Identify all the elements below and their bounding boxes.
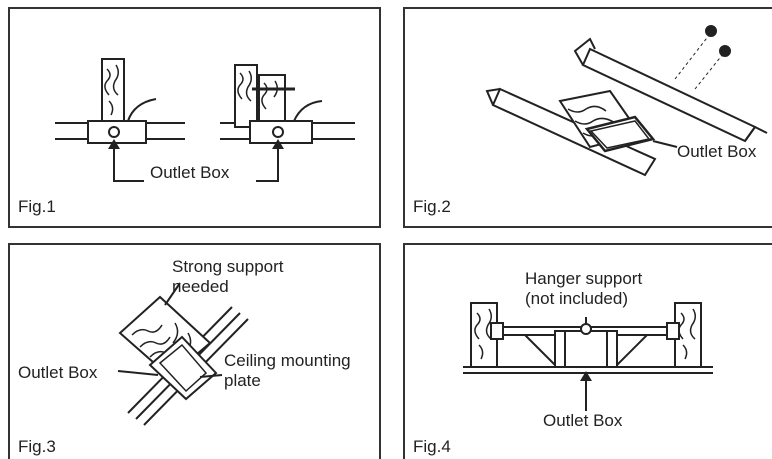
fig3-plate-label-line2: plate	[224, 371, 261, 390]
fig1-caption: Fig.1	[18, 197, 56, 216]
fig3-illustration	[117, 282, 249, 426]
fig3-outlet-box-label: Outlet Box	[18, 363, 98, 382]
fig4-caption: Fig.4	[413, 437, 451, 456]
fig2-caption: Fig.2	[413, 197, 451, 216]
figure-panel-2: Outlet Box Fig.2	[403, 7, 772, 228]
figure-panel-1: Outlet Box Fig.1	[8, 7, 381, 228]
fig4-outlet-box-label: Outlet Box	[543, 411, 623, 430]
fig3-support-label-line1: Strong support	[172, 257, 284, 276]
figure-panel-3: Strong support needed Outlet Box Ceiling…	[8, 243, 381, 459]
figure-panel-4: Hanger support (not included) Outlet Box…	[403, 243, 772, 459]
fig3-support-label-line2: needed	[172, 277, 229, 296]
fig3-caption: Fig.3	[18, 437, 56, 456]
fig4-hanger-label-line1: Hanger support	[525, 269, 643, 288]
fig2-illustration	[485, 25, 768, 177]
fig1-outlet-box-label: Outlet Box	[150, 163, 230, 182]
fig4-illustration	[463, 302, 713, 411]
fig1-illustration	[55, 58, 355, 182]
fig4-hanger-label-line2: (not included)	[525, 289, 629, 308]
fig2-outlet-box-label: Outlet Box	[677, 142, 757, 161]
fig3-plate-label-line1: Ceiling mounting	[224, 351, 351, 370]
